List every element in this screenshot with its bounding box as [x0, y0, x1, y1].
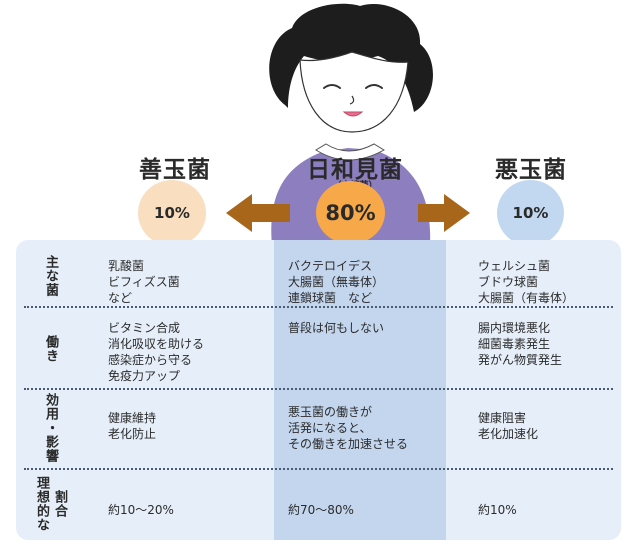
cell-line: 感染症から守る [108, 353, 193, 367]
arrow-left-icon [226, 194, 290, 232]
cell-line: 消化吸収を助ける [108, 337, 205, 351]
row-header-ideal-ratio: 理想的な 割合 [22, 472, 78, 536]
cell-line: 健康維持 [108, 411, 157, 425]
left-eye [323, 84, 341, 89]
cell-line: 悪玉菌の働きが [288, 405, 373, 419]
smiling-person-illustration [226, 3, 470, 246]
comparison-table: 主な菌 働き 効用・影響 理想的な 割合 乳酸菌 ビフィズス菌 など バクテロイ… [16, 240, 621, 540]
header-good-bacteria: 善玉菌 [139, 157, 211, 183]
header-neutral-bacteria: 日和見菌 [307, 157, 403, 183]
row-header-effect: 効用・影響 [22, 392, 78, 464]
cell-line: 約10% [478, 503, 517, 517]
cell-line: ウェルシュ菌 [478, 259, 551, 273]
cell-effect-bad: 健康阻害 老化加速化 [478, 410, 618, 442]
face-shape [299, 51, 409, 133]
row-header-text: 主な菌 [43, 255, 58, 297]
cell-main-neutral: バクテロイデス 大腸菌（無毒体） 連鎖球菌 など [288, 258, 448, 306]
row-divider [24, 306, 613, 308]
cell-line: 大腸菌（無毒体） [288, 275, 385, 289]
cell-line: 連鎖球菌 など [288, 291, 373, 305]
cell-line: その働きを加速させる [288, 437, 409, 451]
cell-line: 大腸菌（有毒体） [478, 291, 575, 305]
cell-effect-neutral: 悪玉菌の働きが 活発になると、 その働きを加速させる [288, 404, 448, 452]
header-bad-bacteria: 悪玉菌 [495, 157, 567, 183]
cell-function-neutral: 普段は何もしない [288, 320, 448, 336]
row-header-text: 効用・影響 [43, 393, 58, 463]
row-header-function: 働き [22, 314, 78, 384]
collar-shape [315, 143, 385, 161]
row-header-main-bacteria: 主な菌 [22, 248, 78, 304]
row-header-text: 割合 [52, 490, 67, 518]
cell-line: 約70～80% [288, 503, 354, 517]
neutral-column-highlight [274, 240, 446, 540]
cell-ratio-bad: 約10% [478, 502, 618, 518]
row-divider [24, 468, 613, 470]
cell-ratio-good: 約10～20% [108, 502, 268, 518]
cell-line: 免疫力アップ [108, 369, 181, 383]
cell-line: 発がん物質発生 [478, 353, 563, 367]
cell-main-good: 乳酸菌 ビフィズス菌 など [108, 258, 268, 306]
right-eye [365, 84, 383, 89]
cell-line: ビタミン合成 [108, 321, 181, 335]
cell-line: など [108, 291, 133, 305]
arrow-right-icon [418, 194, 470, 232]
row-header-text: 働き [43, 335, 58, 363]
cell-line: 活発になると、 [288, 421, 372, 435]
cell-line: ビフィズス菌 [108, 275, 180, 289]
cell-line: ブドウ球菌 [478, 275, 539, 289]
circle-bad-percentage: 10% [497, 180, 564, 246]
cell-line: 普段は何もしない [288, 321, 385, 335]
cell-function-good: ビタミン合成 消化吸収を助ける 感染症から守る 免疫力アップ [108, 320, 268, 384]
cell-line: バクテロイデス [288, 259, 373, 273]
cell-line: 細菌毒素発生 [478, 337, 551, 351]
cell-line: 約10～20% [108, 503, 174, 517]
cell-main-bad: ウェルシュ菌 ブドウ球菌 大腸菌（有毒体） [478, 258, 618, 306]
cell-line: 腸内環境悪化 [478, 321, 551, 335]
cell-line: 健康阻害 [478, 411, 527, 425]
cell-function-bad: 腸内環境悪化 細菌毒素発生 発がん物質発生 [478, 320, 618, 368]
circle-neutral-percentage: 80% [316, 181, 385, 244]
row-header-text: 理想的な [34, 476, 49, 532]
cell-line: 老化加速化 [478, 427, 539, 441]
cell-effect-good: 健康維持 老化防止 [108, 410, 268, 442]
nose [349, 95, 355, 105]
mouth [342, 111, 364, 117]
circle-good-percentage: 10% [138, 180, 206, 246]
cell-line: 老化防止 [108, 427, 157, 441]
row-divider [24, 388, 613, 390]
cell-ratio-neutral: 約70～80% [288, 502, 448, 518]
cell-line: 乳酸菌 [108, 259, 145, 273]
